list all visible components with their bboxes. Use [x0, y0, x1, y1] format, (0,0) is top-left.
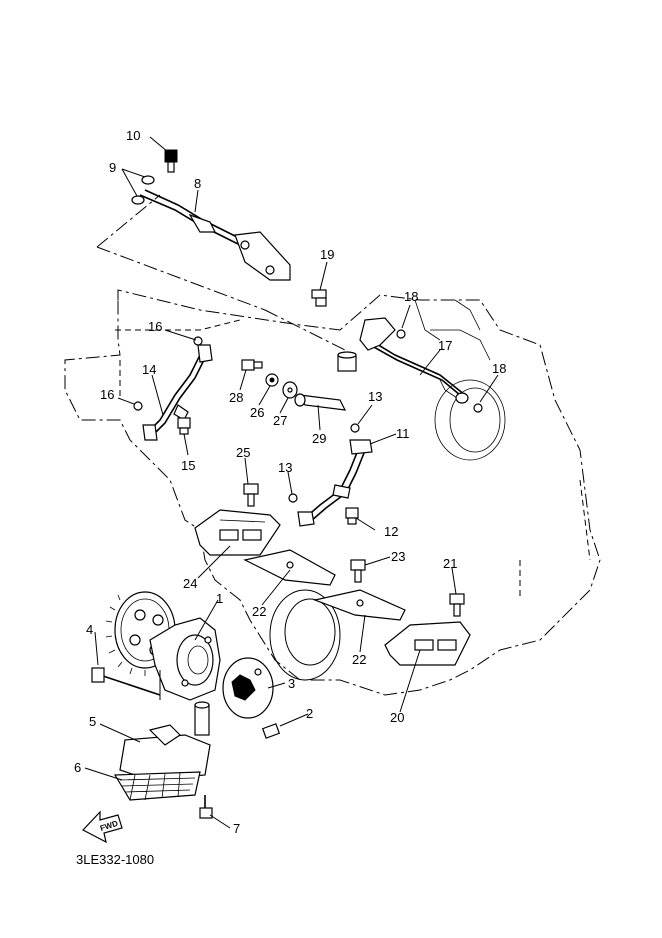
part-8-oil-delivery-pipe [139, 189, 291, 281]
part-2-dowel-pin [261, 723, 281, 739]
part-14-oil-pipe [142, 344, 213, 441]
part-21-bolt [449, 593, 465, 617]
label-16b: 16 [100, 387, 114, 402]
label-8: 8 [194, 176, 201, 191]
label-25: 25 [236, 445, 250, 460]
part-11-oil-pipe [297, 439, 373, 527]
label-27: 27 [273, 413, 287, 428]
label-10: 10 [126, 128, 140, 143]
part-1-oil-pump [105, 591, 221, 701]
drawing-code: 3LE332-1080 [76, 852, 154, 867]
part-22-baffle-plate-right [312, 589, 406, 621]
label-29: 29 [312, 431, 326, 446]
label-6: 6 [74, 760, 81, 775]
label-4: 4 [86, 622, 93, 637]
label-13a: 13 [368, 389, 382, 404]
label-18b: 18 [492, 361, 506, 376]
part-18-o-rings [396, 329, 483, 413]
label-28: 28 [229, 390, 243, 405]
part-10-union-bolt [164, 149, 178, 173]
label-9: 9 [109, 160, 116, 175]
part-16-o-rings [133, 336, 203, 411]
part-24-baffle-plate [194, 509, 281, 556]
part-29-shaft [294, 393, 347, 411]
part-3-pump-cover-plate [222, 657, 274, 719]
part-20-baffle-plate [384, 621, 471, 666]
part-9-washers [131, 175, 155, 205]
label-7: 7 [233, 821, 240, 836]
part-6-strainer-screen [113, 771, 201, 801]
label-17: 17 [438, 338, 452, 353]
label-16a: 16 [148, 319, 162, 334]
label-20: 20 [390, 710, 404, 725]
label-22b: 22 [352, 652, 366, 667]
label-2: 2 [306, 706, 313, 721]
part-4-bolt [91, 667, 161, 696]
part-12-bolt [345, 507, 359, 525]
label-13b: 13 [278, 460, 292, 475]
part-13-o-rings [288, 423, 360, 503]
part-27-gear [282, 381, 298, 399]
label-24: 24 [183, 576, 197, 591]
label-18a: 18 [404, 289, 418, 304]
part-23-bolt [350, 559, 366, 583]
part-19-bolt [311, 289, 327, 307]
part-17-oil-pipe [359, 317, 469, 404]
label-5: 5 [89, 714, 96, 729]
part-15-bolt [177, 417, 191, 435]
crankcase-outline [64, 194, 601, 696]
label-15: 15 [181, 458, 195, 473]
label-19: 19 [320, 247, 334, 262]
part-labels: 1 2 3 4 5 6 7 8 9 10 11 12 13 13 14 15 1… [74, 128, 506, 836]
label-1: 1 [216, 591, 223, 606]
part-22-baffle-plate-left [243, 549, 336, 586]
label-22a: 22 [252, 604, 266, 619]
part-25-bolt [243, 483, 259, 507]
part-28-bolt [241, 359, 263, 371]
label-11: 11 [396, 426, 410, 441]
label-23: 23 [391, 549, 405, 564]
label-14: 14 [142, 362, 156, 377]
label-12: 12 [384, 524, 398, 539]
label-3: 3 [288, 676, 295, 691]
fwd-arrow-icon: FWD [82, 810, 123, 844]
part-26-washer [265, 373, 279, 387]
part-5-strainer-housing [119, 701, 211, 781]
label-21: 21 [443, 556, 457, 571]
part-7-bolt [199, 795, 213, 819]
label-26: 26 [250, 405, 264, 420]
leader-lines [84, 136, 499, 829]
